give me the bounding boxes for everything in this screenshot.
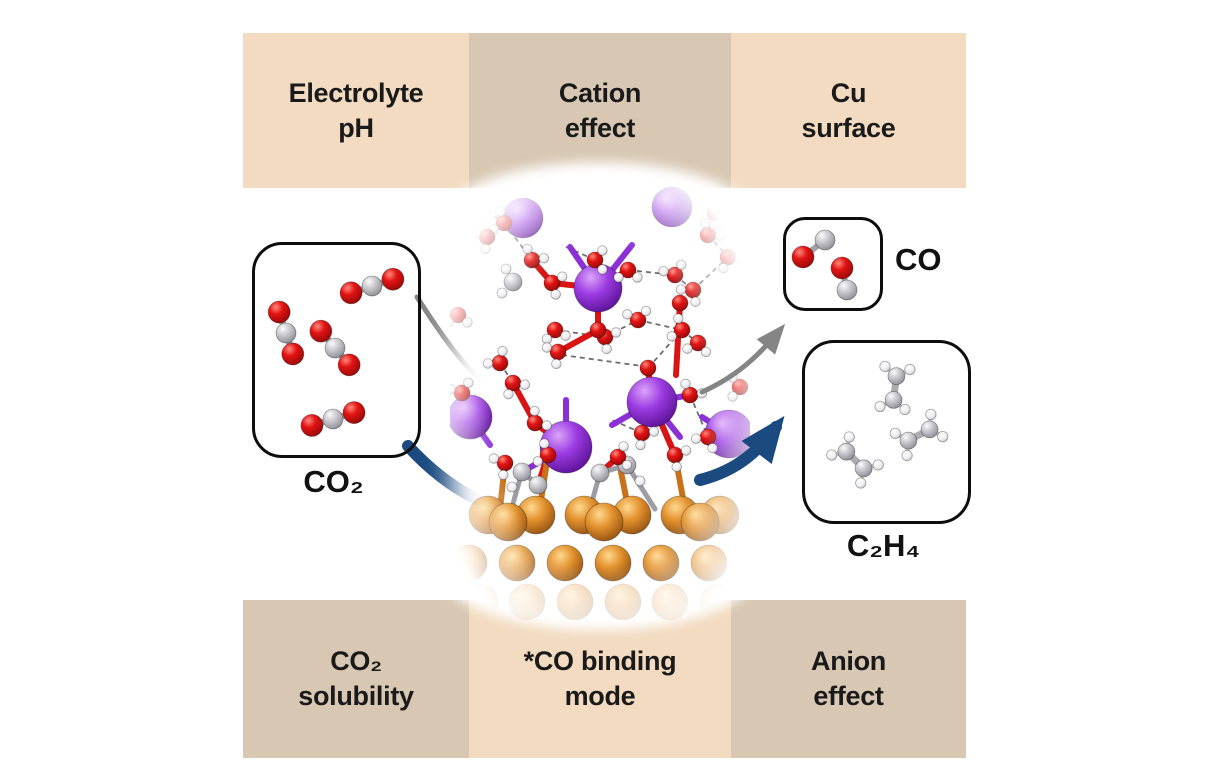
factor-label-line: mode xyxy=(564,681,636,711)
factor-box-cation-effect: Cation effect xyxy=(469,33,731,188)
co-product-box xyxy=(783,217,883,311)
c2h4-label: C₂H₄ xyxy=(846,528,921,563)
factor-box-anion-effect: Anion effect xyxy=(731,600,966,758)
factor-label-line: pH xyxy=(338,112,374,143)
co-label: CO xyxy=(895,242,942,277)
c2h4-pathway-arrow xyxy=(694,415,785,486)
co2-molecules-art xyxy=(267,267,405,437)
c2h4-product-box xyxy=(802,340,971,524)
factor-label-line: effect xyxy=(564,112,636,143)
factor-label-line: Anion xyxy=(811,646,886,676)
factor-label-line: *CO binding xyxy=(523,646,677,676)
factor-label-line: solubility xyxy=(298,681,414,711)
factor-box-electrolyte-ph: Electrolyte pH xyxy=(243,33,469,188)
factor-box-co2-solubility: CO₂ solubility xyxy=(243,600,469,758)
md-scene xyxy=(450,186,750,621)
c2h4-molecules-art xyxy=(826,360,949,489)
md-snapshot-illustration xyxy=(450,186,750,621)
factor-label-line: Cation xyxy=(558,77,642,108)
co2-feed-box xyxy=(252,242,421,458)
factor-box-cu-surface: Cu surface xyxy=(731,33,966,188)
factor-label-line: Electrolyte xyxy=(288,77,424,108)
co-pathway-arrow xyxy=(699,323,786,395)
co2-label: CO₂ xyxy=(303,464,364,499)
factor-label-line: Cu xyxy=(830,77,867,108)
factor-label-line: surface xyxy=(801,112,896,143)
co-molecules-art xyxy=(791,229,858,301)
factor-label-line: CO₂ xyxy=(330,646,382,676)
factor-label-line: effect xyxy=(813,681,884,711)
